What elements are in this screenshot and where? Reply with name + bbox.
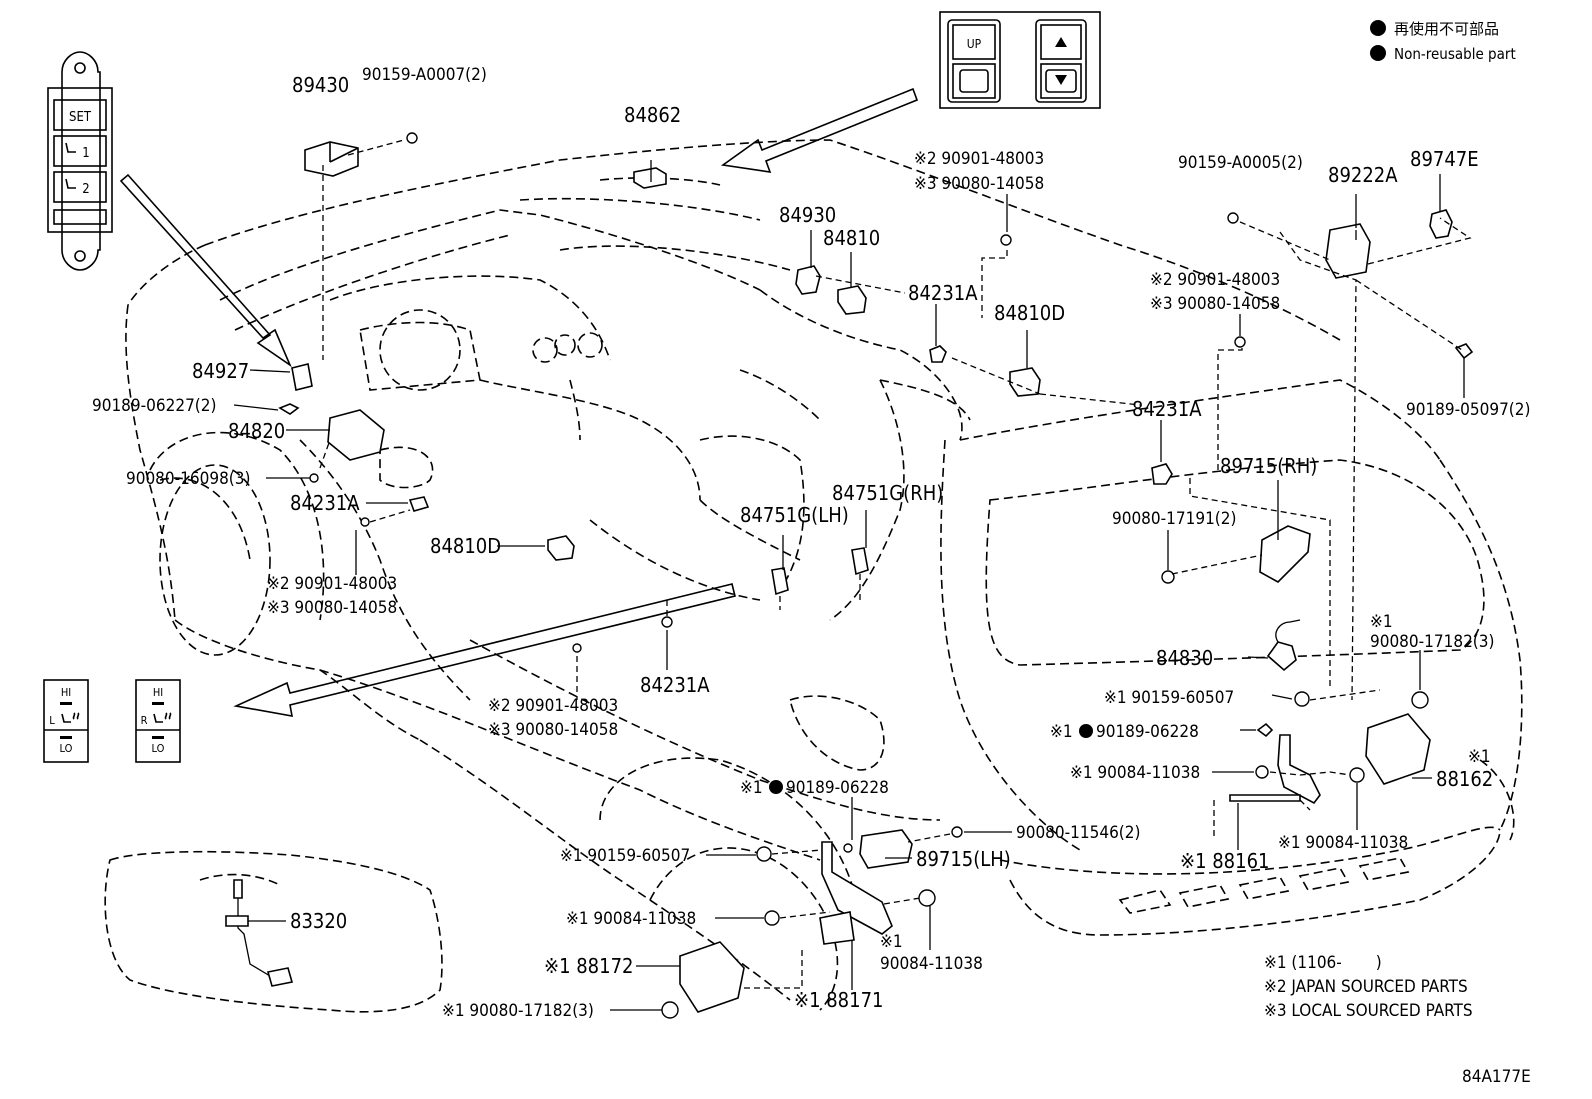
- label-90080-17182-top: 90080-17182(3): [1370, 632, 1494, 652]
- label-n2-d: ※2 90901-48003: [1150, 270, 1280, 290]
- legend-en: Non-reusable part: [1394, 45, 1516, 63]
- label-88161: ※1 88161: [1180, 849, 1269, 873]
- label-n3-d: ※3 90080-14058: [1150, 294, 1280, 314]
- label-89715-RH: 89715(RH): [1220, 454, 1317, 478]
- left-side-label: L: [49, 714, 55, 727]
- label-89715-LH: 89715(LH): [916, 847, 1011, 871]
- label-84820: 84820: [228, 419, 285, 443]
- left-hi-label: HI: [61, 686, 71, 699]
- label-89747E: 89747E: [1410, 147, 1479, 171]
- down-arrow-icon: [1055, 75, 1067, 85]
- label-90080-16098: 90080-16098(3): [126, 469, 250, 489]
- label-06228-r-mark: ※1: [1050, 722, 1073, 742]
- label-90084-11038-r: ※1 90084-11038: [1070, 763, 1200, 783]
- note-1: ※1 (1106- ): [1264, 953, 1382, 973]
- non-reusable-dot-icon: [1079, 724, 1093, 738]
- label-11038-c-mark: ※1: [880, 932, 903, 952]
- label-90189-06228-l: 90189-06228: [786, 778, 889, 798]
- label-84231A-5: 84231A: [1132, 397, 1202, 421]
- label-84830: 84830: [1156, 646, 1213, 670]
- label-84810D-2: 84810D: [430, 534, 501, 558]
- label-90080-11546: 90080-11546(2): [1016, 823, 1140, 843]
- legend-jp: 再使用不可部品: [1394, 20, 1499, 38]
- label-84930: 84930: [779, 203, 836, 227]
- left-lo-label: LO: [60, 742, 73, 755]
- memory-set-label: SET: [69, 110, 92, 125]
- label-84231A-3: 84231A: [290, 491, 360, 515]
- footnotes: ※1 (1106- ) ※2 JAPAN SOURCED PARTS ※3 LO…: [1264, 953, 1531, 1087]
- label-90084-11038-r2: ※1 90084-11038: [1278, 833, 1408, 853]
- view-arrows: [119, 87, 919, 717]
- label-n3-b: ※3 90080-14058: [267, 598, 397, 618]
- label-90080-17191: 90080-17191(2): [1112, 509, 1236, 529]
- label-90159-60507-r: ※1 90159-60507: [1104, 688, 1234, 708]
- label-90159-60507-l: ※1 90159-60507: [560, 846, 690, 866]
- label-n2-c: ※2 90901-48003: [488, 696, 618, 716]
- label-88162: 88162: [1436, 767, 1493, 791]
- label-90189-06227: 90189-06227(2): [92, 396, 216, 416]
- right-hi-label: HI: [153, 686, 163, 699]
- note-3: ※3 LOCAL SOURCED PARTS: [1264, 1001, 1473, 1021]
- label-88172: ※1 88172: [544, 954, 633, 978]
- heat-icon: [164, 712, 172, 720]
- label-84810: 84810: [823, 226, 880, 250]
- label-88162-mark: ※1: [1468, 747, 1491, 767]
- updown-switch-inset: UP: [939, 11, 1101, 109]
- label-n2-a: ※2 90901-48003: [914, 149, 1044, 169]
- seat-icon: [153, 713, 163, 723]
- label-17182-top-mark: ※1: [1370, 612, 1393, 632]
- label-84810D-1: 84810D: [994, 301, 1065, 325]
- memory-2-label: 2: [82, 182, 89, 197]
- up-label: UP: [967, 37, 982, 51]
- label-90084-11038-l: ※1 90084-11038: [566, 909, 696, 929]
- label-06228-l-mark: ※1: [740, 778, 763, 798]
- seat-heater-right-inset: HI R LO: [135, 679, 181, 763]
- heat-icon: [72, 712, 80, 720]
- label-84751G-RH: 84751G(RH): [832, 481, 943, 505]
- part-shapes: [225, 132, 1474, 1019]
- label-90159-A0007: 90159-A0007(2): [362, 65, 487, 85]
- seat-heater-left-inset: HI L LO: [43, 679, 89, 763]
- leader-lines: [233, 139, 1472, 1011]
- label-90159-A0005: 90159-A0005(2): [1178, 153, 1303, 173]
- right-side-label: R: [141, 714, 148, 727]
- label-84231A-4: 84231A: [640, 673, 710, 697]
- label-90080-17182-b: ※1 90080-17182(3): [442, 1001, 594, 1021]
- diagram-code: 84A177E: [1462, 1067, 1531, 1087]
- up-arrow-icon: [1055, 37, 1067, 47]
- right-lo-label: LO: [152, 742, 165, 755]
- label-90189-06228-r: 90189-06228: [1096, 722, 1199, 742]
- memory-1-label: 1: [82, 146, 89, 161]
- label-89430: 89430: [292, 73, 349, 97]
- label-89222A: 89222A: [1328, 163, 1398, 187]
- label-84862: 84862: [624, 103, 681, 127]
- non-reusable-dot-icon: [1370, 45, 1386, 61]
- label-84927: 84927: [192, 359, 249, 383]
- label-88171: ※1 88171: [794, 988, 883, 1012]
- label-90189-05097: 90189-05097(2): [1406, 400, 1530, 420]
- label-84231A-1: 84231A: [908, 281, 978, 305]
- seat-icon: [61, 713, 71, 723]
- label-n3-c: ※3 90080-14058: [488, 720, 618, 740]
- non-reusable-dot-icon: [769, 780, 783, 794]
- part-labels: 89430 90159-A0007(2) 84862 84930 84810 8…: [92, 65, 1530, 1021]
- memory-switch-inset: SET 1 2: [47, 51, 113, 271]
- non-reusable-dot-icon: [1370, 20, 1386, 36]
- label-90084-11038-c: 90084-11038: [880, 954, 983, 974]
- label-n2-b: ※2 90901-48003: [267, 574, 397, 594]
- label-n3-a: ※3 90080-14058: [914, 174, 1044, 194]
- vehicle-outline: [104, 139, 1523, 1013]
- label-84751G-LH: 84751G(LH): [740, 503, 849, 527]
- label-83320: 83320: [290, 909, 347, 933]
- legend: 再使用不可部品 Non-reusable part: [1370, 20, 1516, 63]
- note-2: ※2 JAPAN SOURCED PARTS: [1264, 977, 1468, 997]
